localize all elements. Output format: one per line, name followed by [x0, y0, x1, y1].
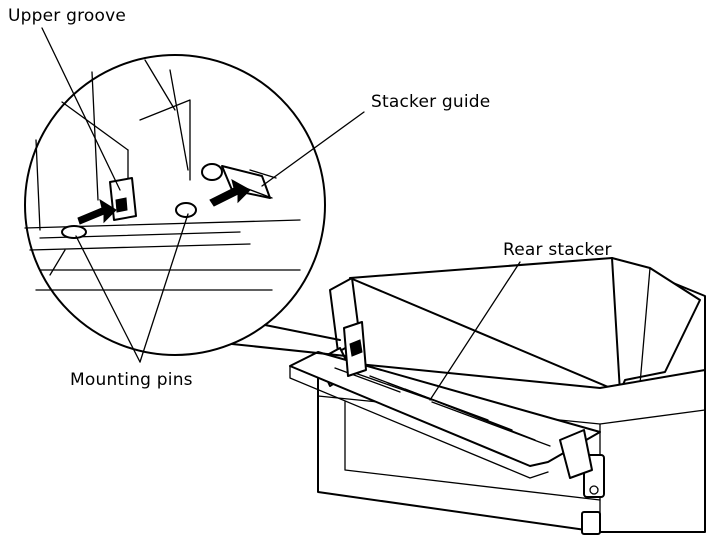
- callout-leaders: [41, 27, 521, 401]
- rear-stacker-tray: [289, 321, 601, 479]
- label-rear-stacker: Rear stacker: [503, 240, 612, 260]
- label-stacker-guide: Stacker guide: [371, 92, 491, 112]
- label-mounting-pins: Mounting pins: [70, 370, 193, 390]
- label-upper-groove: Upper groove: [8, 6, 127, 26]
- detail-magnifier: [24, 54, 347, 357]
